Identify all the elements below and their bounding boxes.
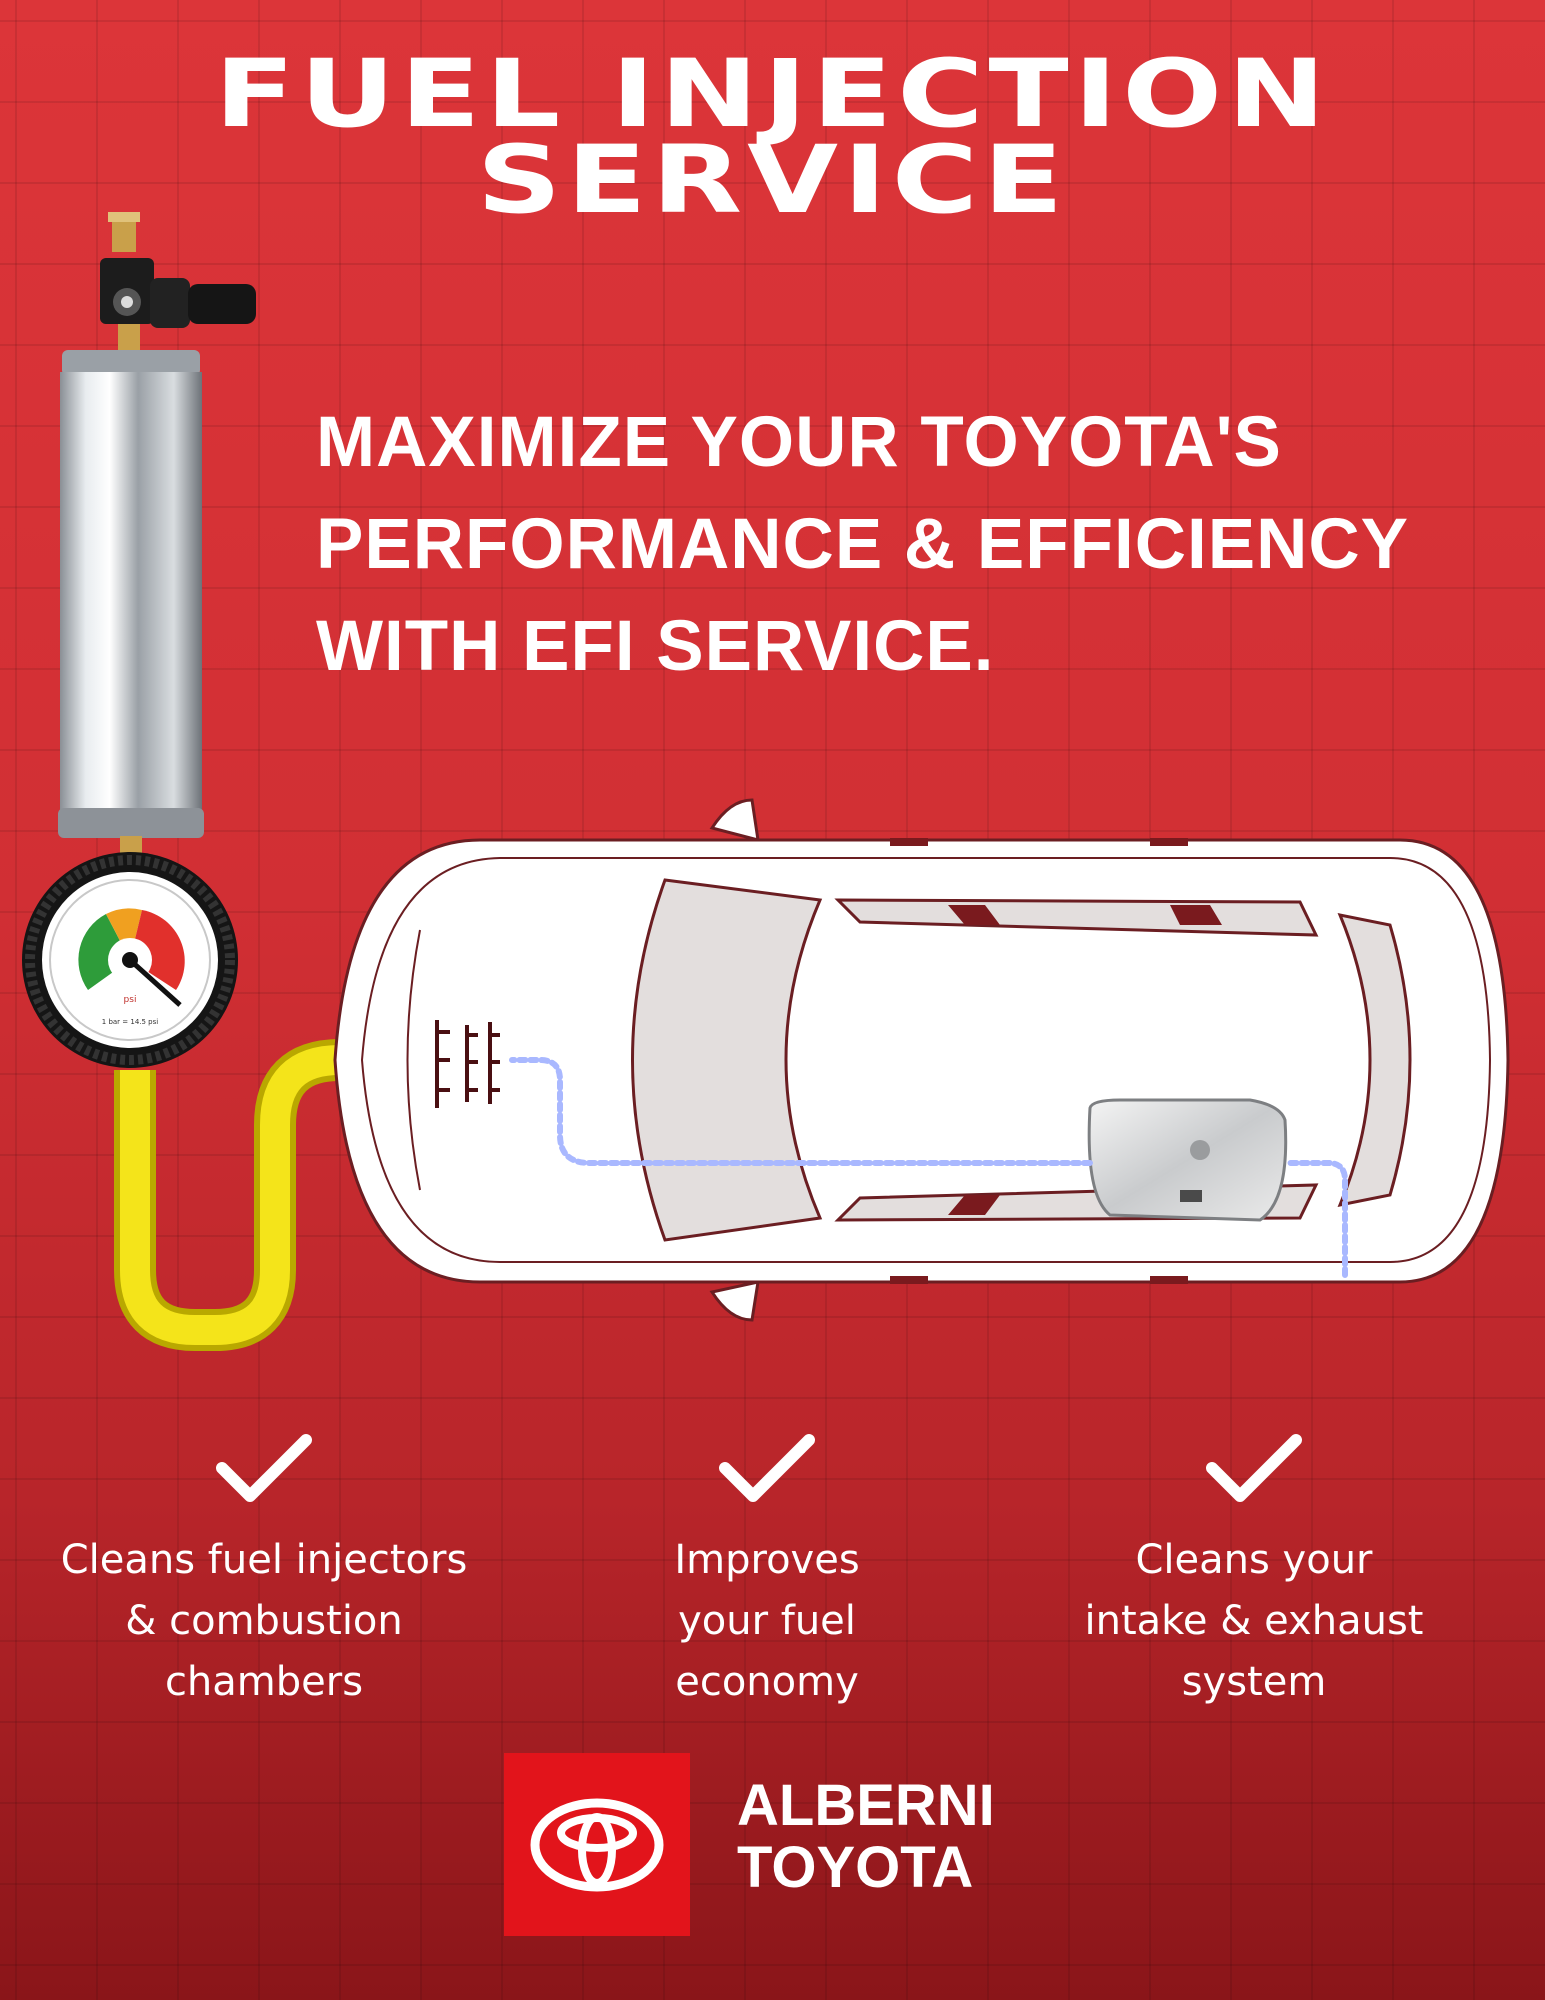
page-title: FUEL INJECTION SERVICE [0, 40, 1545, 235]
check-icon [1206, 1434, 1302, 1502]
gauge-unit: psi [124, 995, 137, 1005]
benefit-intake-exhaust: Cleans your intake & exhaust system [1034, 1430, 1474, 1713]
benefit-2-line-2: your fuel [678, 1598, 856, 1644]
benefit-3-line-3: system [1181, 1659, 1327, 1705]
fuel-injectors [435, 1020, 500, 1108]
benefit-3-line-2: intake & exhaust [1084, 1598, 1424, 1644]
headline-line-1: MAXIMIZE YOUR TOYOTA'S [316, 403, 1282, 482]
dealer-name-line-1: ALBERNI [737, 1773, 995, 1838]
title-line-2: SERVICE [476, 126, 1069, 235]
dealer-name-line-2: TOYOTA [737, 1835, 974, 1900]
fuel-tank [1087, 1098, 1288, 1222]
headline: MAXIMIZE YOUR TOYOTA'S PERFORMANCE & EFF… [316, 392, 1516, 698]
service-illustration: psi 1 bar = 14.5 psi [22, 212, 1510, 1351]
headline-line-3: WITH EFI SERVICE. [316, 607, 995, 686]
title-line-1: FUEL INJECTION [214, 40, 1331, 149]
benefit-fuel-economy: Improves your fuel economy [547, 1430, 987, 1713]
check-icon [719, 1434, 815, 1502]
benefit-3-line-1: Cleans your [1135, 1537, 1373, 1583]
toyota-emblem-icon [530, 1798, 664, 1891]
fuel-flow-arrows [509, 1057, 1348, 1278]
pressure-gauge: psi 1 bar = 14.5 psi [22, 852, 238, 1068]
benefit-2-line-1: Improves [674, 1537, 860, 1583]
canister-valve [100, 212, 256, 352]
check-icon [216, 1434, 312, 1502]
cleaner-canister [58, 350, 204, 870]
benefit-1-line-3: chambers [164, 1659, 364, 1705]
benefit-1-line-1: Cleans fuel injectors [60, 1537, 468, 1583]
headline-line-2: PERFORMANCE & EFFICIENCY [316, 505, 1409, 584]
benefit-1-line-2: & combustion [125, 1598, 403, 1644]
benefit-2-line-3: economy [675, 1659, 859, 1705]
dealer-name: ALBERNI TOYOTA [737, 1775, 995, 1899]
toyota-logo [504, 1753, 690, 1936]
gauge-note: 1 bar = 14.5 psi [102, 1018, 159, 1026]
benefit-injectors: Cleans fuel injectors & combustion chamb… [44, 1430, 484, 1713]
